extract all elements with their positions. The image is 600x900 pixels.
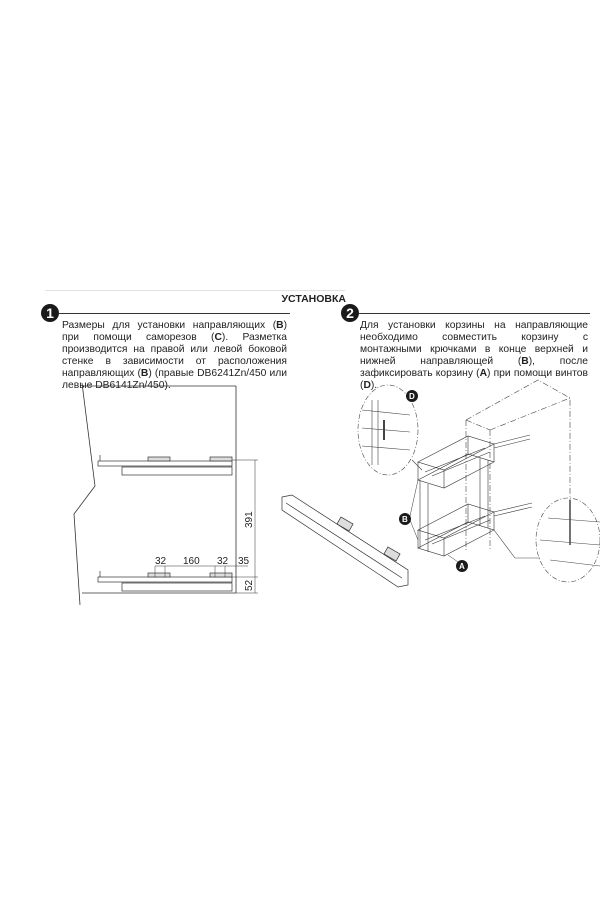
text-segment: ).	[370, 380, 378, 391]
callout-a: A	[447, 554, 468, 572]
callout-d: D	[406, 390, 418, 402]
text-segment: Размеры для установки направляющих (	[62, 320, 277, 331]
dimension-391: 391	[244, 511, 255, 528]
dimension-160: 160	[183, 556, 200, 567]
cabinet-side-panel	[73, 382, 237, 606]
step-2-number: 2	[341, 304, 359, 322]
dimension-32-right: 32	[217, 556, 229, 567]
bold-reference: B	[276, 320, 284, 331]
step-1-number: 1	[41, 304, 59, 322]
dimension-32-left: 32	[155, 556, 167, 567]
text-segment: ) при помощи саморезов (	[62, 320, 287, 343]
dimension-35: 35	[238, 556, 250, 567]
bold-reference: B	[521, 356, 529, 367]
pull-out-basket	[417, 434, 533, 557]
bold-reference: A	[479, 368, 488, 379]
dimension-lines	[154, 459, 258, 594]
svg-text:A: A	[459, 562, 465, 571]
step-1-rule	[58, 313, 290, 314]
text-segment: ), после зафиксировать корзину (	[360, 356, 588, 379]
text-segment: Для установки корзины на направляющие не…	[360, 320, 588, 367]
bold-reference: B	[140, 368, 149, 379]
svg-text:B: B	[402, 515, 408, 524]
upper-rail	[97, 455, 233, 476]
detail-callout-bottom	[493, 497, 600, 583]
svg-text:D: D	[409, 392, 415, 401]
text-segment: ) при помощи винтов (	[360, 368, 589, 391]
dimension-52: 52	[244, 579, 255, 591]
cabinet-outline	[465, 379, 571, 550]
step-2-rule	[358, 313, 590, 314]
text-segment: ) (правые DB6241Zn/450 или левые DB6141Z…	[62, 368, 287, 391]
bold-reference: D	[363, 380, 371, 391]
step-2-text: Для установки корзины на направляющие не…	[360, 320, 588, 392]
detail-callout-top	[357, 384, 423, 476]
top-divider	[45, 290, 345, 291]
step-1-text: Размеры для установки направляющих (B) п…	[62, 320, 287, 392]
text-segment: ). Разметка производится на правой или л…	[62, 332, 288, 379]
loose-rail	[281, 494, 409, 588]
bold-reference: C	[214, 332, 222, 343]
section-title: УСТАНОВКА	[281, 293, 346, 305]
callout-b: B	[399, 479, 419, 541]
